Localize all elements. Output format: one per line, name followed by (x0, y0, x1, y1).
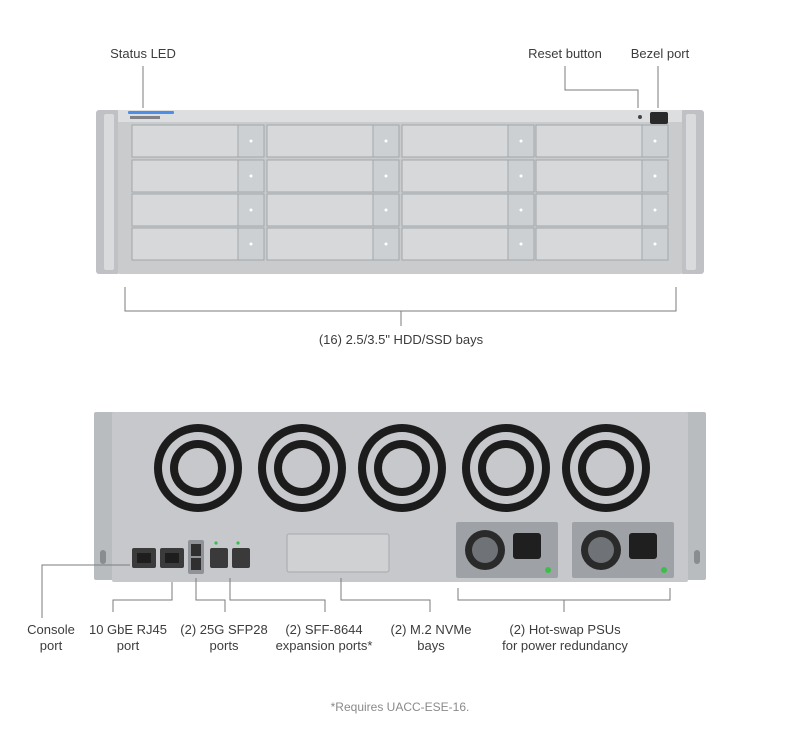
drive-bay (401, 159, 535, 193)
drive-bay (131, 193, 265, 227)
rear-left-ear (94, 412, 116, 580)
reset-button-label: Reset button (528, 46, 602, 61)
sff8644-label: (2) SFF-8644 expansion ports* (275, 622, 373, 653)
sfp28-port-1 (191, 544, 201, 556)
brand-logo (130, 116, 160, 119)
sfp28-port-2 (191, 558, 201, 570)
drive-bay (535, 227, 669, 261)
status-led (128, 111, 174, 114)
drive-bay (535, 124, 669, 158)
psu-1 (456, 522, 558, 578)
drive-bay (401, 193, 535, 227)
sff8644-leader (229, 578, 326, 612)
rear-right-slot (694, 550, 700, 564)
m2-label: (2) M.2 NVMe bays (390, 622, 472, 653)
drive-bay (401, 227, 535, 261)
rj45-label: 10 GbE RJ45 port (88, 622, 168, 653)
sff8644-port-2 (232, 548, 250, 568)
fan (462, 424, 550, 512)
rear-left-slot (100, 550, 106, 564)
rj45-leader (112, 582, 173, 612)
drive-bay (266, 124, 400, 158)
m2-bay-cover (286, 533, 390, 573)
drive-bay (401, 124, 535, 158)
drive-bay (131, 227, 265, 261)
drive-bay (266, 227, 400, 261)
footnote: *Requires UACC-ESE-16. (330, 700, 470, 714)
psu-label: (2) Hot-swap PSUs for power redundancy (502, 622, 628, 653)
console-port-leader (41, 564, 130, 618)
console-port-label: Console port (27, 622, 75, 653)
bezel-port (650, 112, 668, 124)
console-port-socket (137, 553, 151, 563)
fan-row (154, 424, 650, 512)
drive-bay (266, 193, 400, 227)
m2-leader (340, 578, 431, 612)
port-led (214, 541, 218, 545)
sfp28-label: (2) 25G SFP28 ports (180, 622, 268, 653)
psu-2 (572, 522, 674, 578)
reset-button-leader (564, 66, 639, 108)
psu-bracket (457, 588, 671, 601)
right-ear-handle (686, 114, 696, 270)
fan (562, 424, 650, 512)
status-led-label: Status LED (110, 46, 176, 61)
drive-bay (535, 159, 669, 193)
fan (154, 424, 242, 512)
sff8644-port-1 (210, 548, 228, 568)
drive-bay (131, 159, 265, 193)
sfp28-leader (195, 578, 226, 612)
drive-bay-grid (131, 124, 669, 261)
drive-bay (535, 193, 669, 227)
rj45-port-socket (165, 553, 179, 563)
front-top-strip (118, 110, 682, 122)
bezel-port-label: Bezel port (630, 46, 690, 61)
drive-bay (131, 124, 265, 158)
left-ear-handle (104, 114, 114, 270)
bays-label: (16) 2.5/3.5" HDD/SSD bays (318, 332, 484, 347)
port-led (236, 541, 240, 545)
drive-bay (266, 159, 400, 193)
rear-right-ear (684, 412, 706, 580)
fan (258, 424, 346, 512)
reset-button (638, 115, 642, 119)
fan (358, 424, 446, 512)
